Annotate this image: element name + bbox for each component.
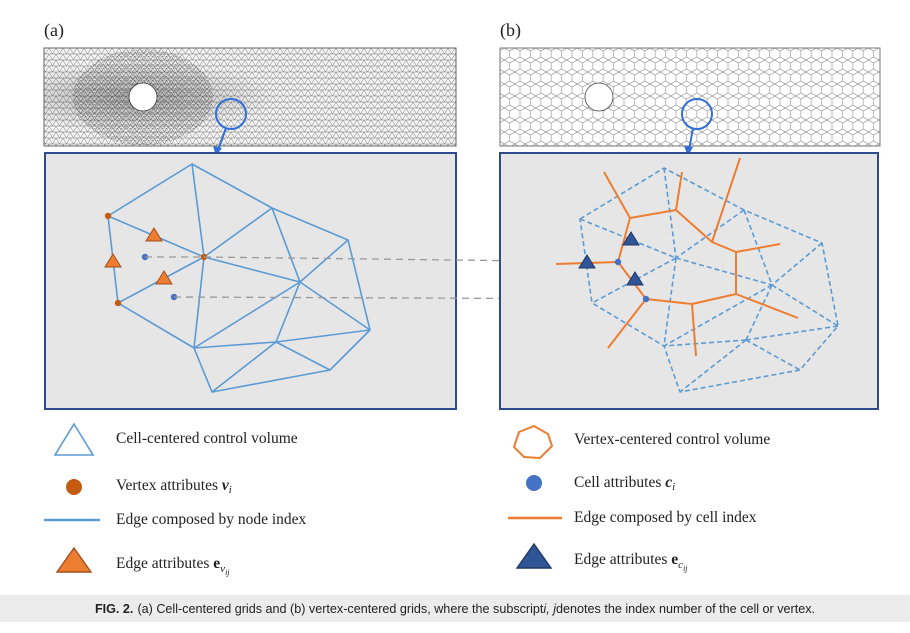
vertex-node	[114, 299, 122, 307]
vertex-centered-dashed-mesh	[579, 167, 839, 393]
cylinder-hole	[584, 82, 614, 112]
zoom-arrow	[217, 127, 227, 151]
panel-a-label: (a)	[44, 20, 64, 40]
cell-attribute-dot	[642, 295, 650, 303]
edge-attribute-triangle	[578, 254, 596, 269]
panel-b-label: (b)	[500, 20, 521, 40]
correspondence-line	[173, 296, 647, 300]
legend-a-item-3: Edge composed by node index	[116, 511, 307, 528]
orange-dot-icon	[66, 479, 82, 495]
legend-b-item-1: Vertex-centered control volume	[574, 431, 771, 448]
legend-a-item-1: Cell-centered control volume	[116, 430, 298, 447]
blue-dot-icon	[526, 475, 542, 491]
cell-attribute-dot	[614, 258, 622, 266]
edge-attribute-triangle	[145, 227, 163, 242]
blue-triangle-icon	[515, 542, 553, 569]
panel-b-zoom-box	[499, 152, 879, 410]
correspondence-line	[203, 256, 619, 263]
cylinder-hole	[128, 82, 158, 112]
zoom-lens-icon	[215, 98, 247, 130]
legend-a-item-2: Vertex attributes vi	[116, 477, 232, 496]
polygonal-mesh-strip	[499, 47, 881, 147]
legend-b-item-3: Edge composed by cell index	[574, 509, 757, 526]
legend-b-item-2: Cell attributes ci	[574, 474, 676, 493]
triangle-outline-icon	[53, 422, 95, 456]
edge-attribute-triangle	[626, 271, 644, 286]
edge-attribute-triangle	[622, 231, 640, 246]
vertex-node	[104, 212, 112, 220]
orange-polygon-icon	[512, 424, 554, 460]
edge-attribute-triangle	[155, 270, 173, 285]
triangular-mesh-strip	[43, 47, 457, 147]
legend-a-item-4: Edge attributes evij	[116, 555, 230, 577]
dual-control-volume	[555, 157, 799, 357]
orange-triangle-icon	[55, 546, 93, 573]
zoom-lens-icon	[681, 98, 713, 130]
legend-b-item-4: Edge attributes ecij	[574, 551, 688, 573]
panel-a-zoom-box	[44, 152, 457, 410]
edge-attribute-triangle	[104, 253, 122, 268]
cell-centered-mesh	[107, 163, 371, 393]
zoom-arrow	[688, 127, 694, 151]
figure-caption: FIG. 2.(a) Cell-centered grids and (b) v…	[0, 595, 910, 622]
